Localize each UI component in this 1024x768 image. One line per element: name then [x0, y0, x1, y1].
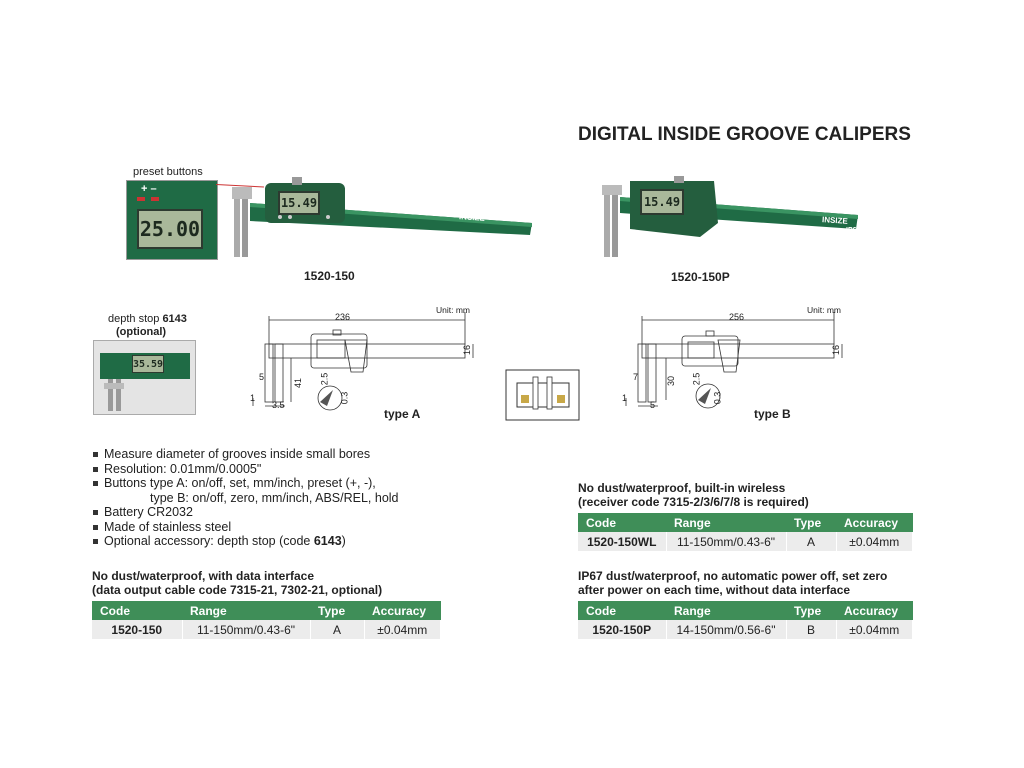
accessory-close: ): [341, 534, 346, 548]
model-label-left: 1520-150: [304, 269, 355, 283]
ip-rating-mark: IP67: [846, 227, 861, 234]
cell-type: A: [786, 532, 837, 551]
feature-item-continued: type B: on/off, zero, mm/inch, ABS/REL, …: [150, 490, 399, 505]
header-range: Range: [666, 601, 786, 620]
table-header-row: Code Range Type Accuracy: [578, 513, 913, 532]
header-range: Range: [666, 513, 786, 532]
preset-signs: + –: [141, 183, 157, 195]
page-title: DIGITAL INSIDE GROOVE CALIPERS: [578, 124, 911, 145]
depth-stop-optional: (optional): [116, 326, 167, 338]
dim-d6-a: 3.5: [272, 400, 285, 410]
table1-heading-line1: No dust/waterproof, with data interface: [92, 569, 315, 583]
dim-length-b: 256: [729, 312, 745, 322]
dim-d2-b: 30: [666, 375, 677, 387]
main-lcd-display-b: 15.49: [640, 189, 684, 215]
header-accuracy: Accuracy: [364, 601, 441, 620]
groove-section-diagram: [505, 369, 580, 421]
table3-heading-line1: IP67 dust/waterproof, no automatic power…: [578, 569, 888, 583]
dim-d1-b: 7: [633, 372, 639, 382]
table-row: 1520-150WL 11-150mm/0.43-6" A ±0.04mm: [578, 532, 913, 551]
drawing-type-a: [252, 312, 474, 411]
accessory-text: Optional accessory: depth stop (code: [104, 534, 314, 548]
header-type: Type: [310, 601, 364, 620]
dim-d4-a: 0.3: [339, 391, 350, 405]
table-header-row: Code Range Type Accuracy: [578, 601, 913, 620]
table1-heading-line2: (data output cable code 7315-21, 7302-21…: [92, 583, 383, 597]
dim-d3-a: 2.5: [319, 372, 330, 386]
header-type: Type: [786, 513, 836, 532]
table-row: 1520-150 11-150mm/0.43-6" A ±0.04mm: [92, 620, 441, 639]
feature-item: Battery CR2032: [92, 505, 399, 520]
cell-range: 11-150mm/0.43-6": [182, 620, 311, 639]
table1-heading: No dust/waterproof, with data interface …: [92, 569, 382, 597]
cell-code: 1520-150WL: [578, 532, 667, 551]
brand-logo: INSIZE: [458, 212, 486, 223]
spec-table-3: Code Range Type Accuracy 1520-150P 14-15…: [578, 601, 913, 639]
cell-range: 14-150mm/0.56-6": [666, 620, 787, 639]
unit-label-b: Unit: mm: [807, 305, 841, 315]
header-range: Range: [182, 601, 310, 620]
feature-item: Measure diameter of grooves inside small…: [92, 447, 399, 462]
table2-heading: No dust/waterproof, built-in wireless (r…: [578, 481, 809, 509]
type-label-b: type B: [754, 407, 791, 421]
dim-d3-b: 2.5: [691, 372, 702, 386]
spec-table-2: Code Range Type Accuracy 1520-150WL 11-1…: [578, 513, 913, 551]
spec-table-1: Code Range Type Accuracy 1520-150 11-150…: [92, 601, 441, 639]
dim-d5-a: 1: [250, 393, 256, 403]
table-row: 1520-150P 14-150mm/0.56-6" B ±0.04mm: [578, 620, 913, 639]
cell-code: 1520-150: [92, 620, 183, 639]
header-code: Code: [578, 601, 666, 620]
feature-list: Measure diameter of grooves inside small…: [92, 447, 399, 549]
depth-stop-photo: 35.59: [93, 340, 196, 415]
accessory-code: 6143: [313, 534, 342, 548]
depth-stop-lcd: 35.59: [132, 355, 164, 373]
dim-height-b: 16: [831, 344, 842, 356]
depth-stop-caption: depth stop 6143: [108, 313, 187, 325]
header-type: Type: [786, 601, 836, 620]
cell-type: B: [786, 620, 837, 639]
dim-height-a: 16: [462, 344, 473, 356]
table-header-row: Code Range Type Accuracy: [92, 601, 441, 620]
model-label-right: 1520-150P: [671, 270, 730, 284]
preset-buttons-label: preset buttons: [133, 166, 203, 178]
type-label-a: type A: [384, 407, 421, 421]
cell-type: A: [310, 620, 365, 639]
cell-accuracy: ±0.04mm: [836, 620, 913, 639]
cell-code: 1520-150P: [578, 620, 667, 639]
cell-accuracy: ±0.04mm: [836, 532, 913, 551]
table2-heading-line1: No dust/waterproof, built-in wireless: [578, 481, 786, 495]
table3-heading: IP67 dust/waterproof, no automatic power…: [578, 569, 887, 597]
caliper-photo-1520-150: [232, 177, 532, 257]
header-accuracy: Accuracy: [836, 601, 913, 620]
table2-heading-line2: (receiver code 7315-2/3/6/7/8 is require…: [578, 495, 809, 509]
unit-label-a: Unit: mm: [436, 305, 470, 315]
preset-zoom-frame: + – 25.00: [126, 180, 218, 260]
main-lcd-display: 15.49: [278, 191, 320, 215]
feature-item: Made of stainless steel: [92, 520, 399, 535]
feature-item: Buttons type A: on/off, set, mm/inch, pr…: [92, 476, 399, 491]
depth-stop-code: 6143: [162, 313, 187, 325]
header-accuracy: Accuracy: [836, 513, 913, 532]
header-code: Code: [92, 601, 182, 620]
brand-logo-b: INSIZE: [821, 215, 849, 226]
dim-d6-b: 5: [650, 400, 656, 410]
cell-accuracy: ±0.04mm: [364, 620, 441, 639]
feature-item: Resolution: 0.01mm/0.0005": [92, 462, 399, 477]
header-code: Code: [578, 513, 666, 532]
dim-d1-a: 5: [259, 372, 265, 382]
drawing-type-b: [625, 312, 843, 409]
table3-heading-line2: after power on each time, without data i…: [578, 583, 851, 597]
feature-item-accessory: Optional accessory: depth stop (code 614…: [92, 534, 399, 549]
dim-d5-b: 1: [622, 393, 628, 403]
zoom-lcd-display: 25.00: [137, 209, 203, 249]
cell-range: 11-150mm/0.43-6": [666, 532, 787, 551]
dim-d2-a: 41: [293, 377, 304, 389]
dim-length-a: 236: [335, 312, 351, 322]
depth-stop-text: depth stop: [108, 313, 163, 325]
dim-d4-b: 0.3: [712, 391, 723, 405]
